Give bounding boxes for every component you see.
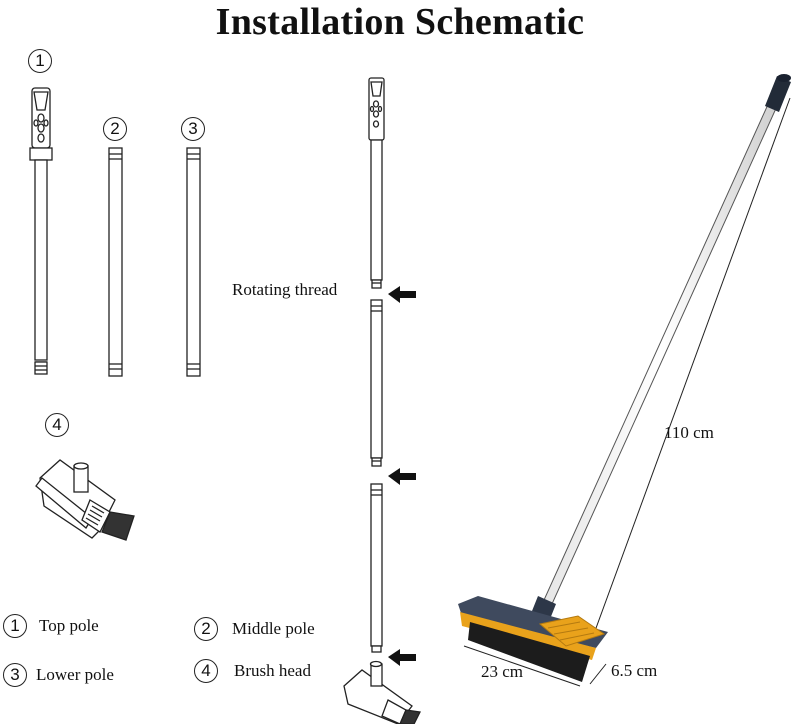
assembled-pole — [368, 77, 385, 653]
part-number-2: 2 — [103, 117, 127, 141]
legend-brush-head: Brush head — [234, 661, 311, 680]
arrow-icon — [388, 286, 416, 303]
legend-lower-pole: Lower pole — [36, 665, 114, 684]
legend-top-pole: Top pole — [39, 616, 99, 635]
page-title: Installation Schematic — [215, 1, 585, 43]
top-pole-part — [29, 87, 53, 375]
brush-head-part — [35, 459, 135, 541]
depth-label: 6.5 cm — [611, 661, 658, 680]
assembled-brush-head — [343, 660, 421, 724]
part-number-4: 4 — [45, 413, 69, 437]
legend-number-2: 2 — [194, 617, 218, 641]
part-number-3: 3 — [181, 117, 205, 141]
length-label: 110 cm — [664, 423, 714, 442]
middle-pole-part — [108, 147, 123, 377]
legend-number-1: 1 — [3, 614, 27, 638]
assembled-broom — [458, 74, 791, 687]
rotating-thread-label: Rotating thread — [232, 280, 338, 299]
part-number-1: 1 — [28, 49, 52, 73]
width-label: 23 cm — [481, 662, 524, 681]
legend-middle-pole: Middle pole — [232, 619, 315, 638]
lower-pole-part — [186, 147, 201, 377]
legend-number-4: 4 — [194, 659, 218, 683]
arrow-icon — [388, 468, 416, 485]
legend-number-3: 3 — [3, 663, 27, 687]
arrow-icon — [388, 649, 416, 666]
